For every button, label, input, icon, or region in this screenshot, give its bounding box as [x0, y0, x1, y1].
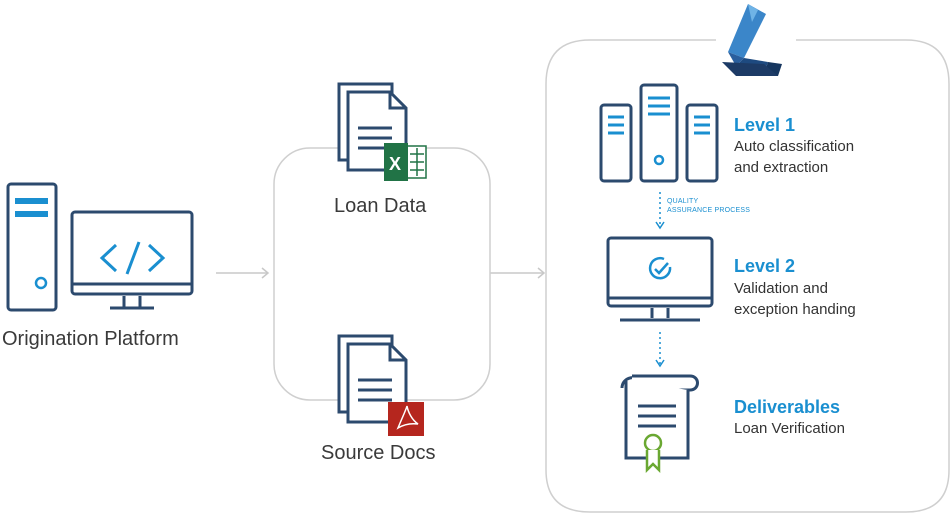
excel-document-icon: X [337, 82, 427, 181]
qa-label-line1: QUALITY [667, 198, 699, 205]
connector-arrowhead [537, 267, 546, 279]
server-rack-icon [599, 83, 719, 183]
qa-label-line2: ASSURANCE PROCESS [667, 207, 751, 214]
svg-text:X: X [389, 154, 401, 174]
deliverables-desc: Loan Verification [734, 420, 845, 437]
deliverables-title: Deliverables [734, 397, 841, 417]
arrowhead [655, 359, 665, 368]
loan-data-label: Loan Data [334, 195, 427, 217]
process-group-box [545, 39, 950, 513]
server-tower-icon [6, 182, 58, 312]
brand-logo [722, 4, 782, 76]
level2-desc-line1: Validation and [734, 280, 828, 297]
connector-arrowhead [261, 267, 270, 279]
code-monitor-icon [70, 210, 194, 310]
arrowhead [655, 221, 665, 230]
level1-desc-line2: and extraction [734, 159, 829, 176]
level2-desc-line2: exception handing [734, 301, 856, 318]
level2-title: Level 2 [734, 256, 796, 276]
certificate-icon [620, 374, 699, 474]
check-monitor-icon [606, 236, 714, 322]
level1-title: Level 1 [734, 115, 796, 135]
pdf-document-icon [337, 334, 424, 436]
level1-desc-line1: Auto classification [734, 138, 855, 155]
source-docs-label: Source Docs [321, 442, 436, 464]
origination-label: Origination Platform [2, 328, 179, 350]
